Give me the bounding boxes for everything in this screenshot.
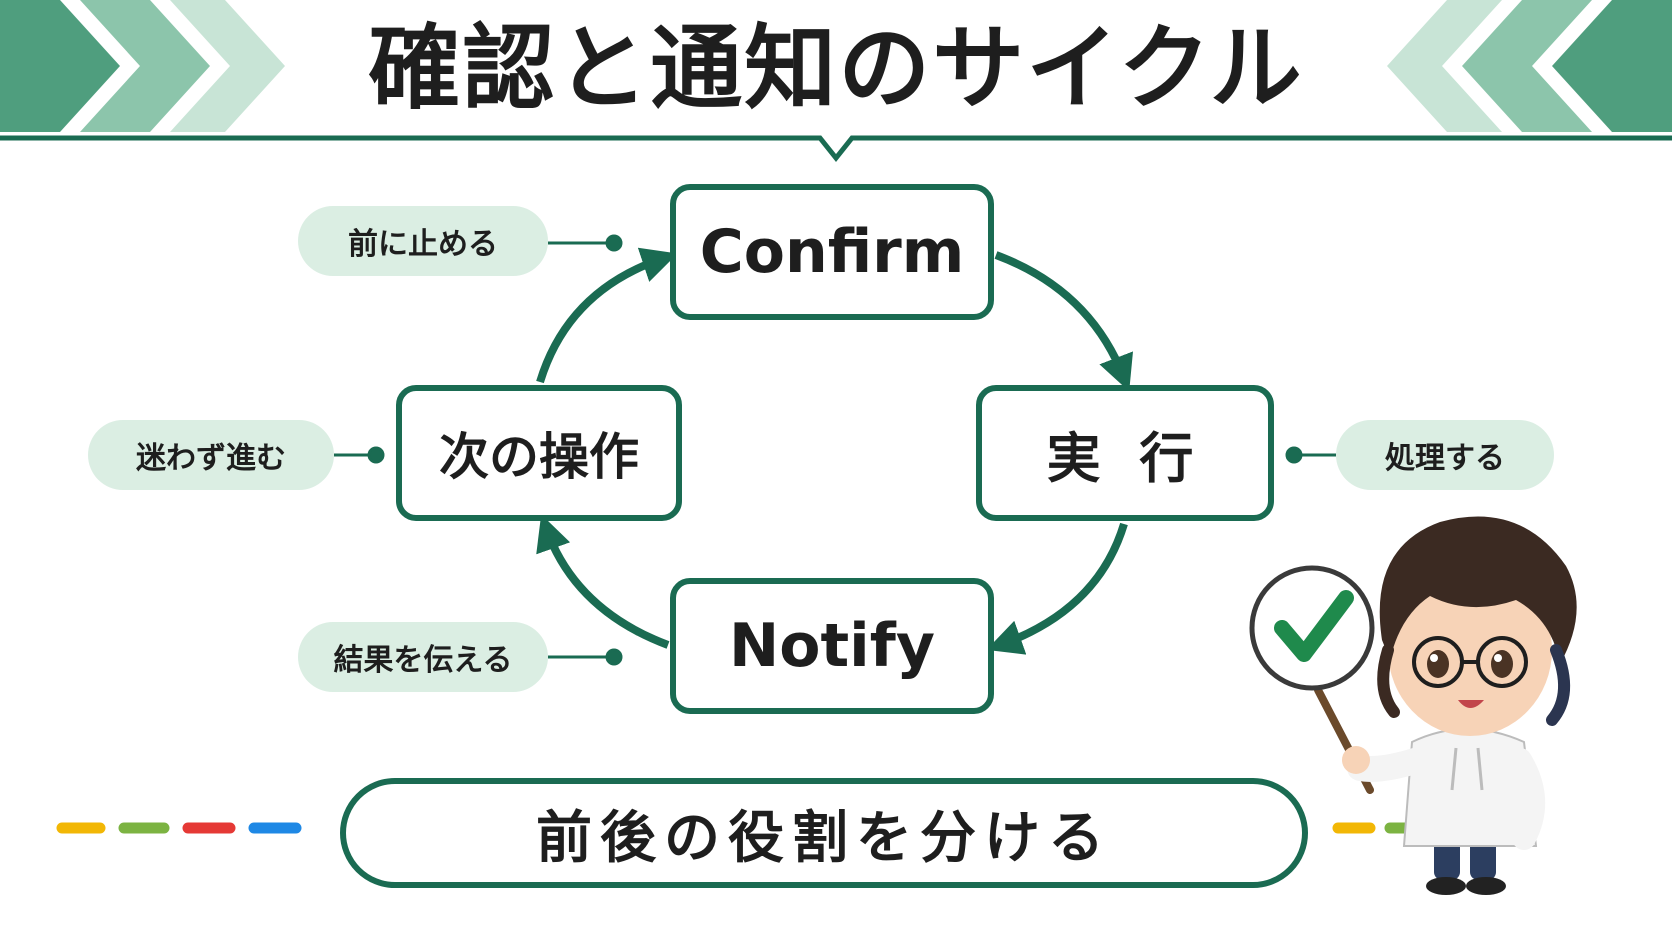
arrow-execute-to-notify [986,522,1128,655]
node-execute: 実 行 [976,385,1274,521]
left-chevron-banner [0,0,285,132]
arrow-next-to-confirm [536,247,678,384]
mascot-icon [1249,516,1577,895]
label-execute: 処理する [1336,420,1554,490]
page-title: 確認と通知のサイクル [368,15,1304,122]
checkmark-icon [1274,590,1354,662]
arrow-confirm-to-execute [994,251,1133,392]
node-confirm: Confirm [670,184,994,320]
label-confirm: 前に止める [298,206,548,276]
title-underline [0,135,1672,163]
label-next-operation: 迷わず進む [88,420,334,490]
arrow-notify-to-next [536,514,670,649]
node-next-operation: 次の操作 [396,385,682,521]
label-connectors [334,234,1336,666]
right-chevron-banner [1387,0,1672,132]
label-notify: 結果を伝える [298,622,548,692]
node-notify: Notify [670,578,994,714]
footer-banner: 前後の役割を分ける [340,778,1308,888]
